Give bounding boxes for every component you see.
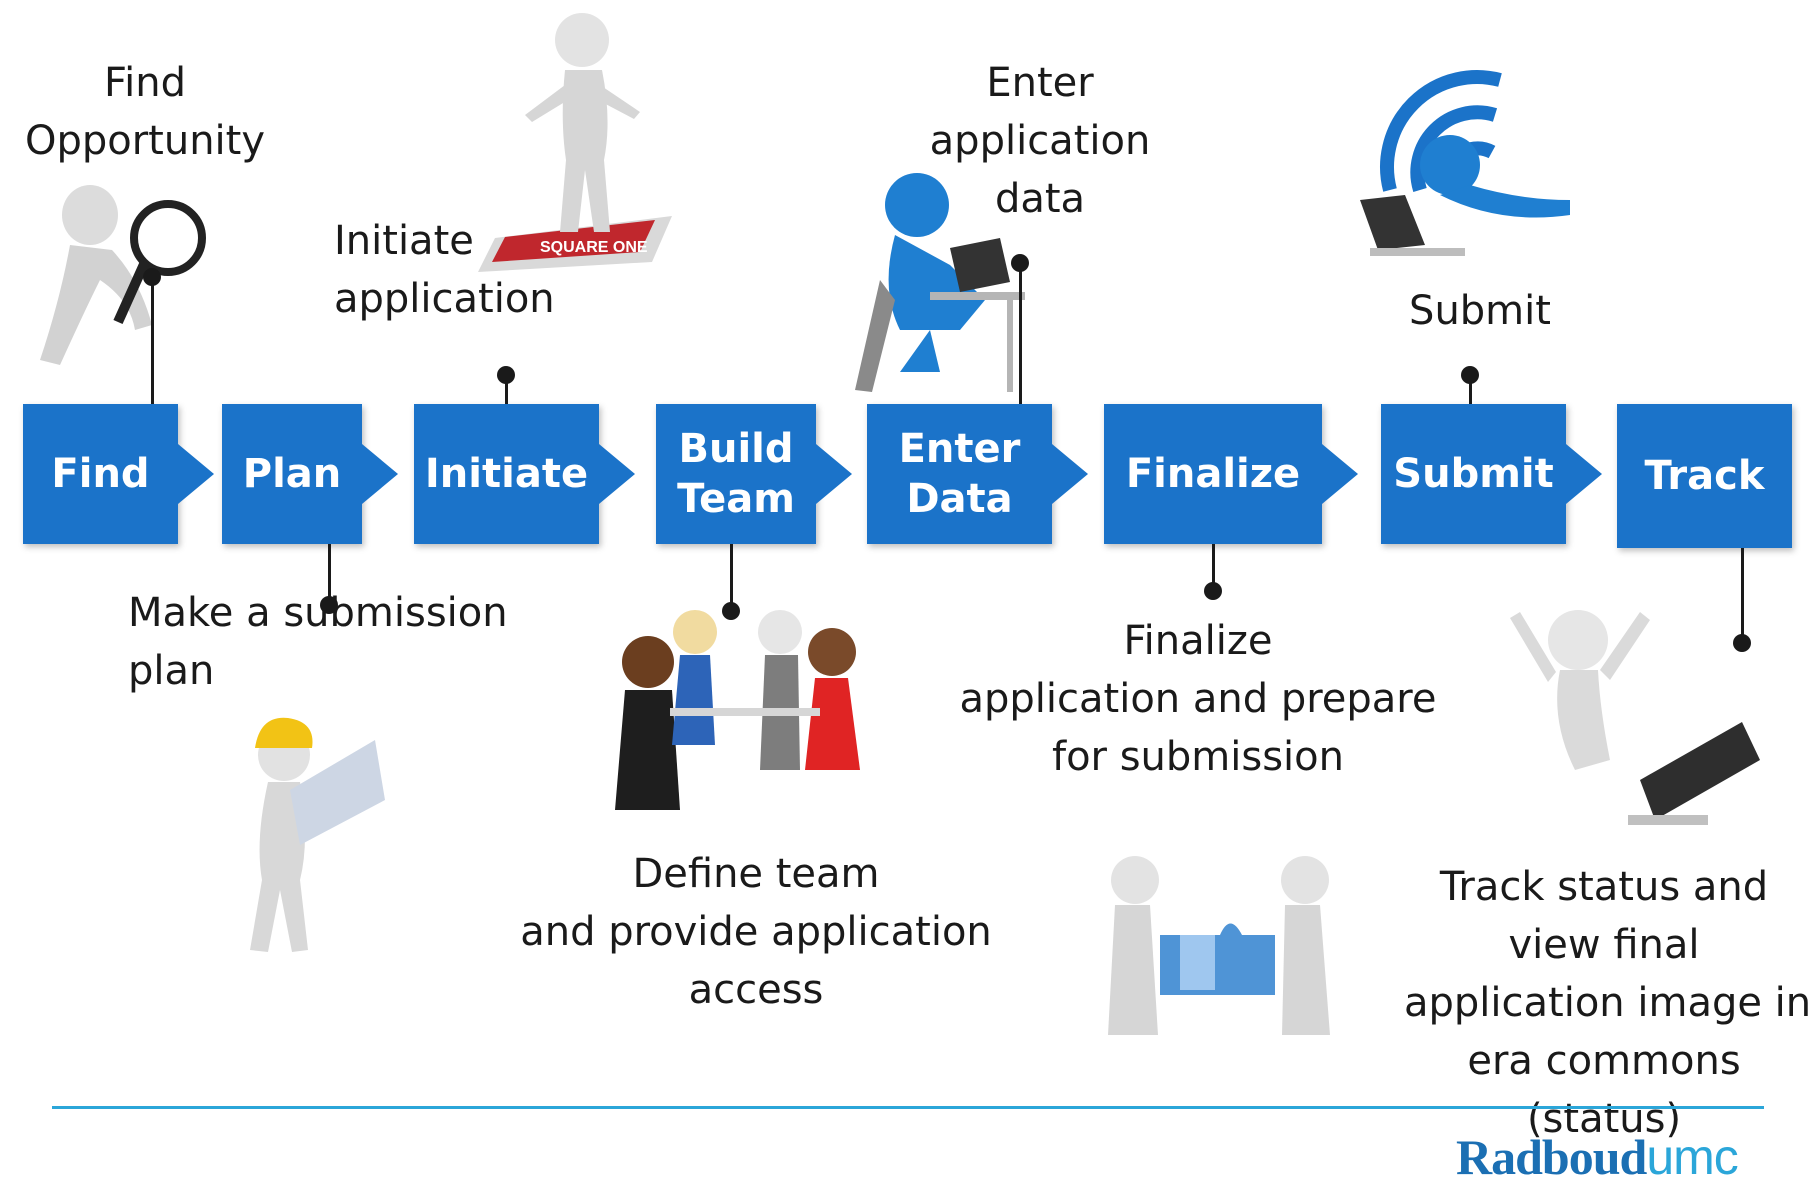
team-figures-icon <box>615 610 860 810</box>
step-submit: Submit <box>1381 404 1566 544</box>
annotation-track: Track status and view final application … <box>1404 858 1810 1148</box>
step-enter-data: Enter Data <box>867 404 1052 544</box>
annotation-team-line-1: Define team <box>632 851 880 897</box>
step-find-label: Find <box>51 451 150 497</box>
annotation-track-line-5: (status) <box>1526 1096 1682 1142</box>
step-build-team-line-1: Build <box>678 426 794 472</box>
arrow-5-icon <box>1052 444 1088 504</box>
hardhat-figure-icon <box>250 717 385 952</box>
connector-enter-data <box>1019 262 1022 404</box>
annotation-submit-line-1: Submit <box>1409 288 1551 334</box>
radboudumc-logo: Radboudumc <box>1456 1128 1739 1186</box>
step-build-team-line-2: Team <box>677 476 795 522</box>
annotation-enter: Enter application data <box>900 54 1180 228</box>
arrow-7-icon <box>1566 444 1602 504</box>
annotation-team: Define team and provide application acce… <box>500 845 1012 1019</box>
step-enter-data-line-2: Data <box>906 476 1013 522</box>
annotation-initiate: Initiate application <box>334 212 555 328</box>
annotation-initiate-line-1: Initiate <box>334 218 474 264</box>
connector-dot-initiate <box>497 366 515 384</box>
annotation-team-line-2: and provide application <box>520 909 992 955</box>
arrow-1-icon <box>178 444 214 504</box>
step-finalize-label: Finalize <box>1125 451 1301 497</box>
annotation-enter-line-1: Enter <box>986 60 1094 106</box>
cheering-figure-icon <box>1510 610 1760 825</box>
step-enter-data-line-1: Enter <box>898 426 1021 472</box>
connector-finalize <box>1212 544 1215 590</box>
svg-text:SQUARE ONE: SQUARE ONE <box>540 239 648 256</box>
arrow-3-icon <box>599 444 635 504</box>
annotation-finalize: Finalize application and prepare for sub… <box>940 612 1456 786</box>
step-find: Find <box>23 404 178 544</box>
annotation-find: Find Opportunity <box>20 54 270 170</box>
square-one-figure-icon: SQUARE ONE <box>478 13 672 272</box>
annotation-track-line-4: era commons <box>1467 1038 1741 1084</box>
step-plan-label: Plan <box>242 451 342 497</box>
arrow-4-icon <box>816 444 852 504</box>
annotation-enter-line-3: data <box>994 176 1086 222</box>
wifi-figure-icon <box>1360 70 1570 256</box>
annotation-plan: Make a submission plan <box>128 584 508 700</box>
connector-initiate <box>505 376 508 404</box>
connector-dot-build-team <box>722 602 740 620</box>
connector-dot-track <box>1733 634 1751 652</box>
laptop-worker-figure-icon <box>855 173 1025 392</box>
connector-dot-finalize <box>1204 582 1222 600</box>
logo-part-2: umc <box>1646 1129 1738 1185</box>
connector-dot-plan <box>320 596 338 614</box>
step-track-label: Track <box>1644 453 1765 499</box>
annotation-track-line-1: Track status and <box>1439 864 1769 910</box>
annotation-track-line-2: view final <box>1508 922 1700 968</box>
annotation-find-line-1: Find <box>104 60 186 106</box>
puzzle-figures-icon <box>1108 856 1330 1035</box>
annotation-plan-line-1: Make a submission <box>128 590 508 636</box>
arrow-6-icon <box>1322 444 1358 504</box>
annotation-submit: Submit <box>1380 282 1580 340</box>
annotation-finalize-line-3: for submission <box>1052 734 1344 780</box>
step-initiate-label: Initiate <box>424 451 589 497</box>
connector-find <box>151 276 154 404</box>
step-finalize: Finalize <box>1104 404 1322 544</box>
connector-track <box>1741 548 1744 642</box>
arrow-2-icon <box>362 444 398 504</box>
annotation-finalize-line-1: Finalize <box>1123 618 1273 664</box>
magnifier-figure-icon <box>40 185 206 365</box>
connector-build-team <box>730 544 733 610</box>
annotation-initiate-line-2: application <box>334 276 555 322</box>
connector-dot-find <box>143 268 161 286</box>
step-plan: Plan <box>222 404 362 544</box>
annotation-enter-line-2: application <box>929 118 1151 164</box>
annotation-finalize-line-2: application and prepare <box>959 676 1437 722</box>
step-submit-label: Submit <box>1393 451 1554 497</box>
annotation-team-line-3: access <box>688 967 824 1013</box>
step-track: Track <box>1617 404 1792 548</box>
annotation-plan-line-2: plan <box>128 648 215 694</box>
annotation-find-line-2: Opportunity <box>24 118 266 164</box>
annotation-track-line-3: application image in <box>1404 980 1810 1026</box>
connector-dot-submit <box>1461 366 1479 384</box>
step-initiate: Initiate <box>414 404 599 544</box>
logo-part-1: Radboud <box>1456 1129 1647 1185</box>
connector-plan <box>328 544 331 604</box>
footer-rule <box>52 1106 1764 1109</box>
connector-submit <box>1469 376 1472 404</box>
step-build-team: Build Team <box>656 404 816 544</box>
connector-dot-enter-data <box>1011 254 1029 272</box>
